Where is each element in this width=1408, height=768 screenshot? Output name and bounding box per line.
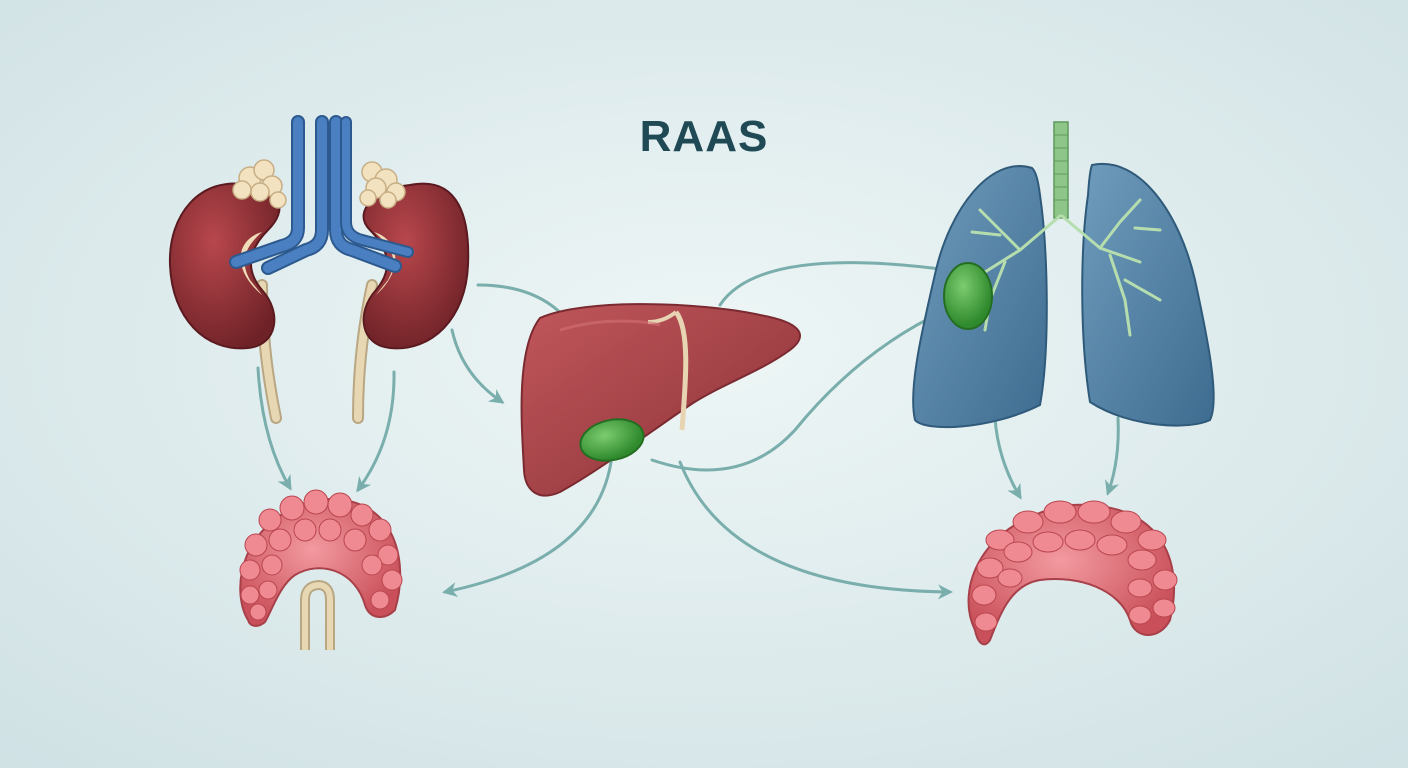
arrow-liver-to-right-gland <box>678 460 953 600</box>
arrow-kidney-to-liver <box>450 328 505 404</box>
lungs-with-trachea-icon <box>912 121 1215 429</box>
kidneys-with-adrenal-glands-icon <box>168 115 470 424</box>
connector-liver-to-lungs <box>718 261 950 307</box>
diagram-title: RAAS <box>639 112 769 161</box>
arrow-lung-to-gland-left <box>993 416 1022 500</box>
arrow-kidney-to-gland-left <box>256 366 292 491</box>
gland-with-ducts-icon <box>239 489 403 650</box>
gland-icon <box>967 500 1178 646</box>
connector-liver-lungs-curve <box>650 308 948 472</box>
liver-with-gallbladder-icon <box>520 303 801 497</box>
arrow-liver-to-left-gland <box>442 453 614 597</box>
flow-arrows <box>256 261 1120 600</box>
arrow-lung-to-gland-right <box>1105 416 1120 496</box>
arrow-kidney-to-gland-right <box>356 370 396 493</box>
